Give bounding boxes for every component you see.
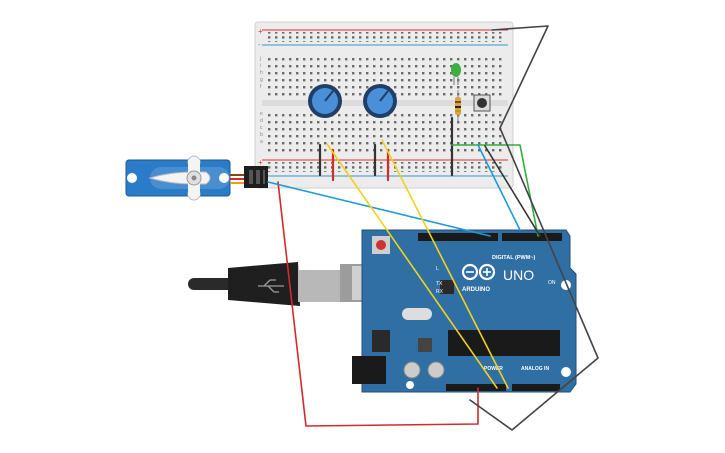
wire-yellow-pot1 — [326, 143, 498, 389]
analog-header-label: ANALOG IN — [521, 366, 549, 372]
digital-header-label: DIGITAL (PWM~) — [492, 255, 536, 261]
tx-led-label: TX — [436, 281, 443, 287]
arduino-uno-board[interactable]: UNO ARDUINO DIGITAL (PWM~) ANALOG IN POW… — [352, 229, 577, 393]
jumper-wires — [267, 25, 599, 431]
row-letter: j — [259, 56, 261, 62]
board-brand-label: ARDUINO — [462, 287, 490, 293]
row-letter: b — [260, 132, 263, 138]
breadboard-jumpers — [318, 116, 454, 182]
board-model-label: UNO — [503, 267, 534, 283]
servo-motor[interactable] — [125, 155, 268, 201]
row-letter: c — [260, 125, 263, 131]
rail-plus-bottom: + — [258, 158, 263, 167]
usb-icon — [258, 279, 284, 293]
pushbutton[interactable] — [473, 94, 491, 112]
row-letter: g — [260, 77, 263, 83]
row-letter: h — [260, 70, 263, 76]
row-letter: a — [260, 139, 263, 145]
potentiometer-2[interactable] — [363, 84, 397, 118]
wire-green-button — [451, 144, 539, 237]
wire-black-loop — [469, 25, 599, 431]
l-led-label: L — [436, 266, 439, 272]
row-letter: e — [260, 111, 263, 117]
row-letter: f — [260, 84, 262, 90]
on-led-label: ON — [548, 280, 556, 286]
rx-led-label: RX — [436, 289, 444, 295]
rail-plus-top: + — [258, 27, 263, 36]
row-letter: i — [260, 63, 261, 69]
wire-blue-servo-signal — [267, 181, 491, 237]
wire-black-gnd — [484, 145, 541, 237]
resistor[interactable] — [455, 90, 461, 122]
row-letter: d — [260, 118, 263, 124]
power-header-label: POWER — [484, 366, 503, 372]
wire-yellow-pot2 — [381, 139, 509, 389]
arduino-infinity-icon — [461, 263, 496, 281]
usb-cable[interactable] — [188, 262, 366, 306]
rail-minus-top: - — [258, 40, 261, 49]
wire-blue-led — [477, 144, 521, 231]
led-green[interactable] — [451, 63, 461, 85]
potentiometer-1[interactable] — [308, 84, 342, 118]
